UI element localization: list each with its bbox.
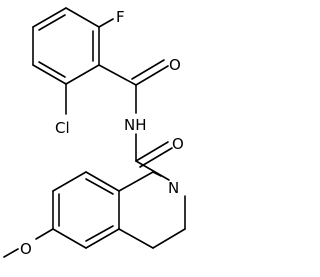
methoxybenzo-ring: [52, 171, 120, 249]
carbonyl-double-bond-bottom-a: [135, 141, 169, 162]
tetrahydro-ring: [118, 171, 186, 249]
chemical-structure-diagram: F O Cl NH O N O: [3, 7, 186, 258]
carbonyl-oxygen-bottom-label: O: [172, 135, 184, 153]
c-f-bond: [98, 18, 114, 28]
methoxy-oxygen-label: O: [20, 240, 32, 258]
fluorochlorophenyl-ring: [32, 7, 100, 85]
carbonyl-double-bond-top-b: [131, 59, 165, 80]
carbonyl-double-bond-bottom-b: [139, 147, 173, 168]
chlorine-atom-label: Cl: [55, 119, 70, 137]
carbonyl-oxygen-top-label: O: [169, 56, 181, 74]
carbonyl-to-ring-n-bond: [135, 160, 170, 181]
fluorine-atom-label: F: [116, 8, 125, 26]
carbonyl-double-bond-top-a: [135, 65, 169, 86]
ring-to-methoxy-oxygen-bond: [35, 228, 54, 240]
ring-nitrogen-label: N: [168, 179, 179, 197]
methoxy-oxygen-to-methyl-bond: [3, 248, 19, 258]
ring-to-carbonyl-bond: [98, 64, 137, 86]
amide-nh-label: NH: [124, 116, 147, 134]
